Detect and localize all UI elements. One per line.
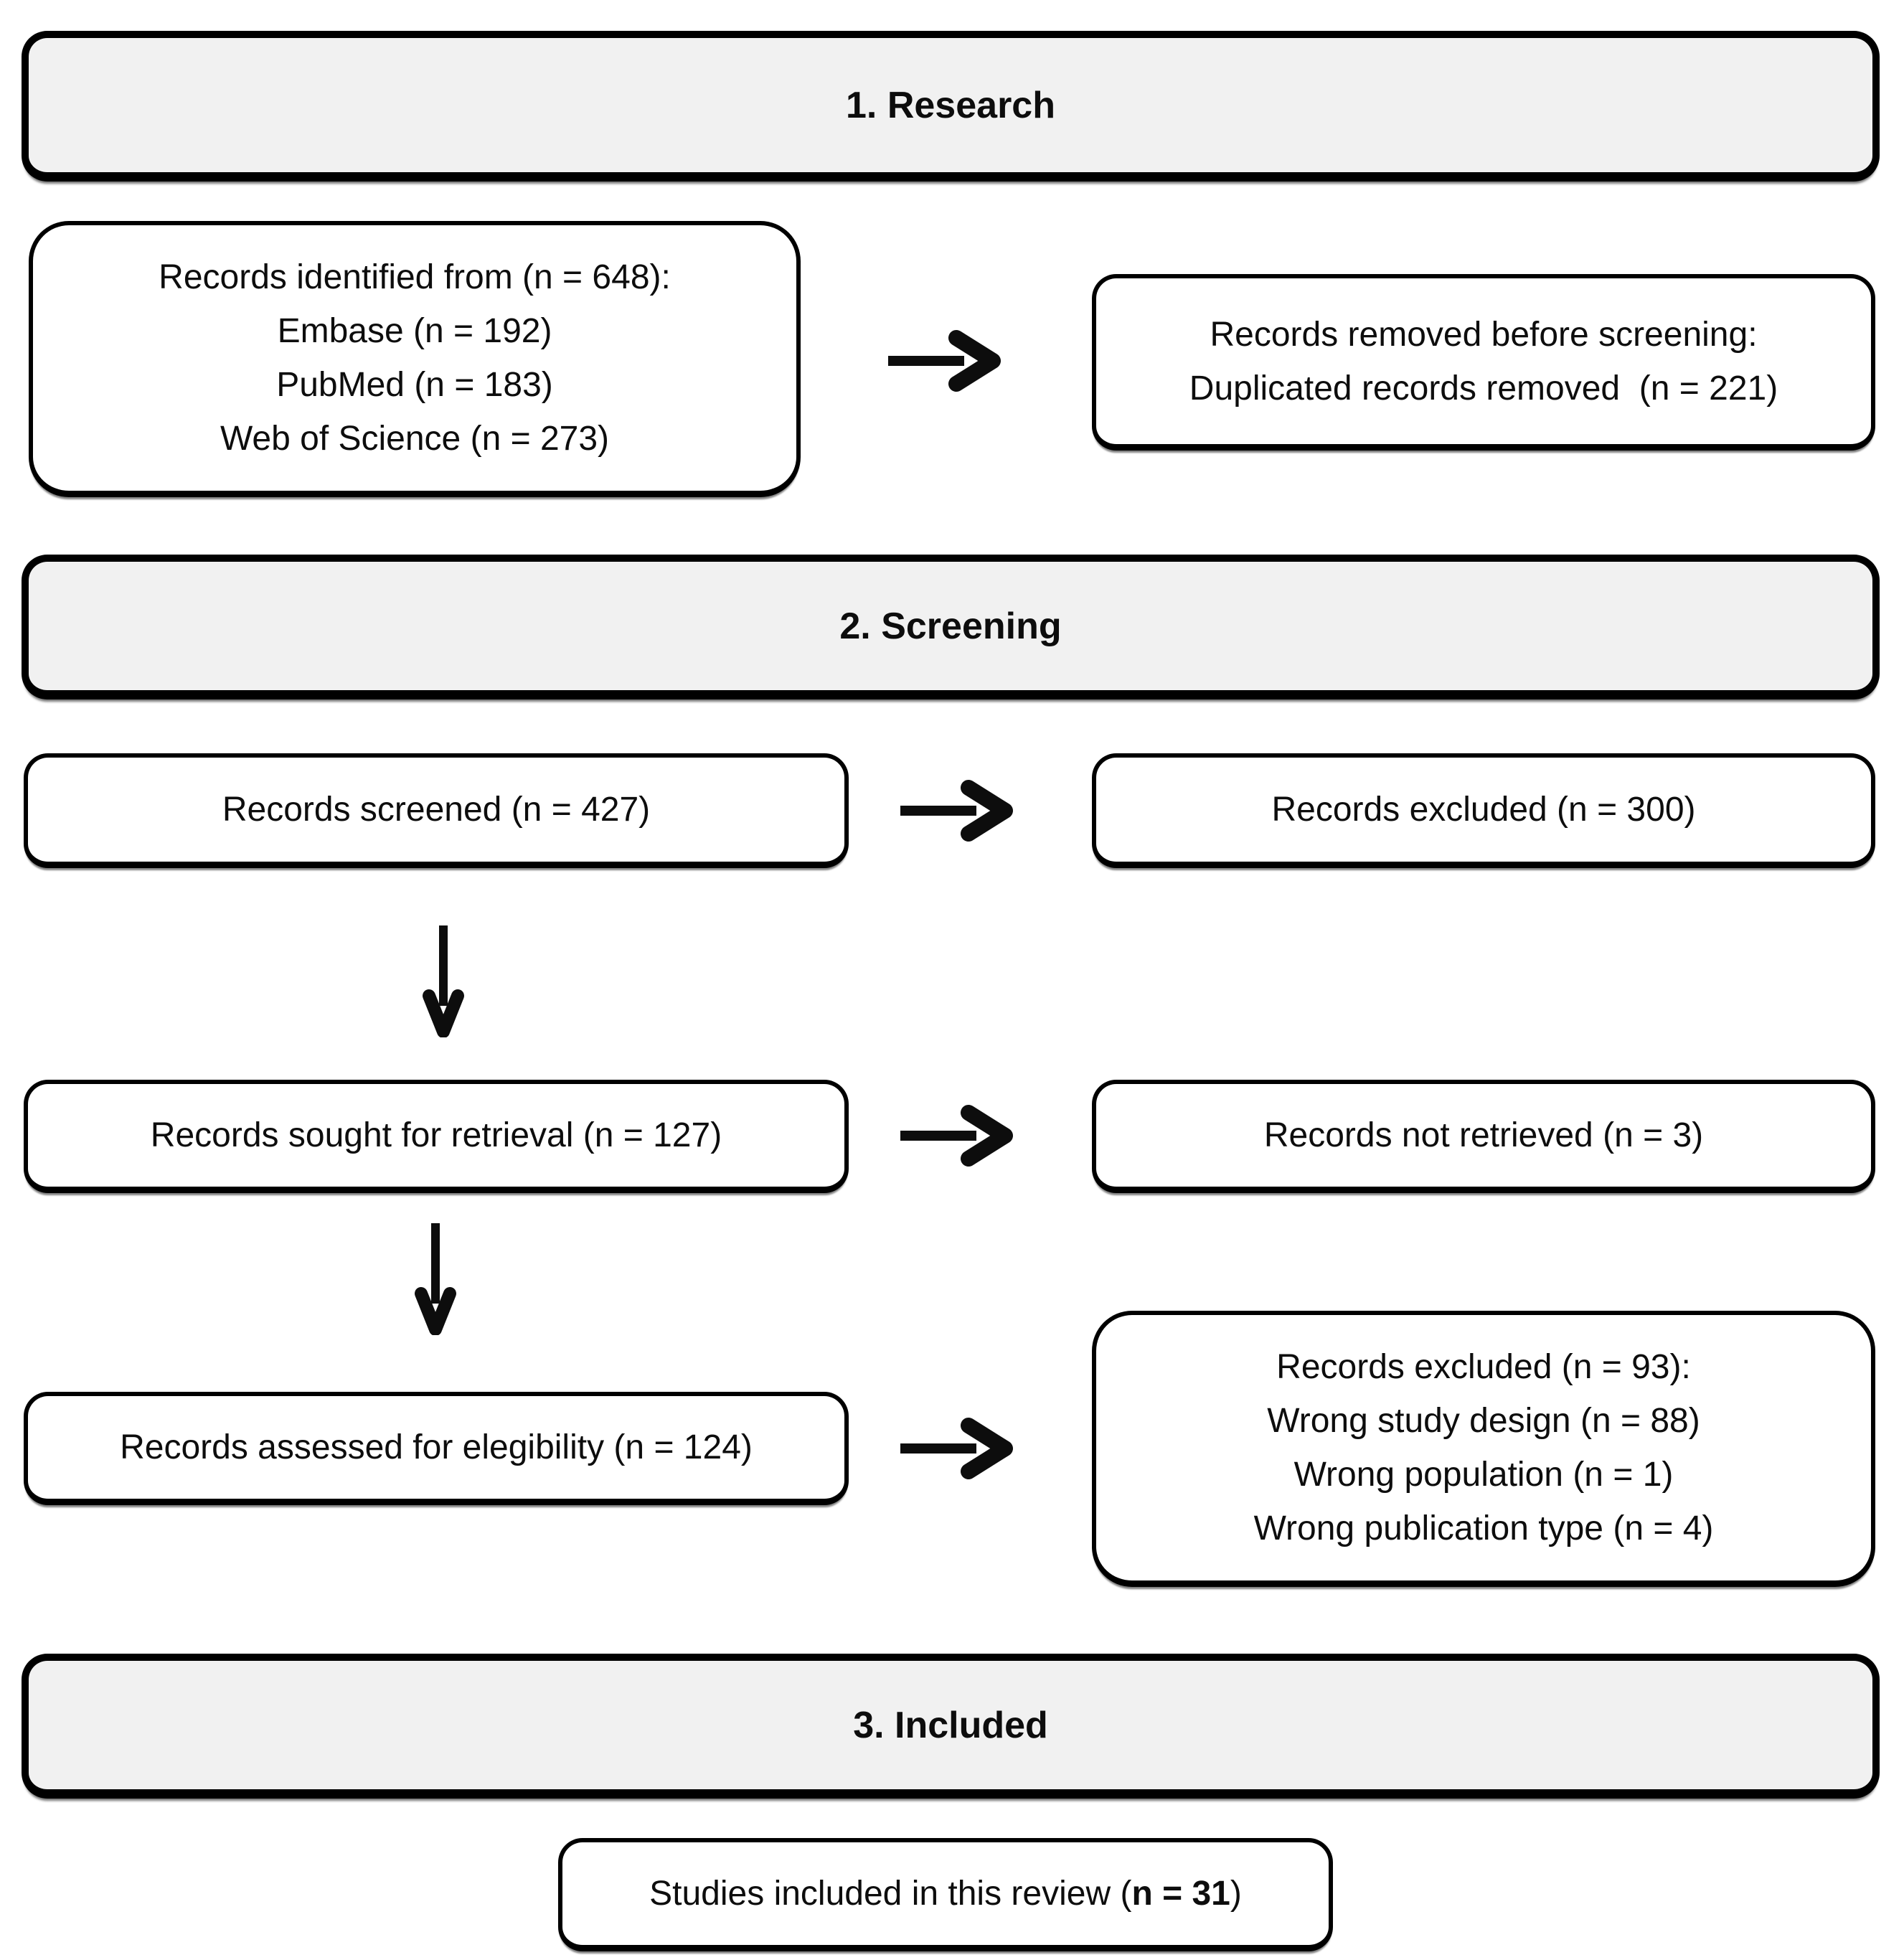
box-records-identified: Records identified from (n = 648): Embas… <box>29 221 801 497</box>
box-studies-included: Studies included in this review (n = 31) <box>558 1838 1333 1951</box>
arrow-down-icon <box>414 1222 457 1335</box>
arrow-down-icon <box>422 924 465 1037</box>
section-header-included-label: 3. Included <box>853 1704 1048 1746</box>
records-excluded-screening-text: Records excluded (n = 300) <box>1271 791 1696 829</box>
records-screened-text: Records screened (n = 427) <box>222 791 651 829</box>
box-records-excluded-screening: Records excluded (n = 300) <box>1092 753 1875 868</box>
excluded-wrong-population: Wrong population (n = 1) <box>1293 1456 1674 1494</box>
studies-included-text: Studies included in this review (n = 31) <box>649 1867 1242 1921</box>
records-sought-text: Records sought for retrieval (n = 127) <box>150 1116 722 1154</box>
records-not-retrieved-text: Records not retrieved (n = 3) <box>1263 1116 1704 1154</box>
arrow-right-icon <box>899 1103 1014 1168</box>
section-header-included: 3. Included <box>22 1654 1880 1799</box>
arrow-right-icon <box>899 778 1014 843</box>
records-excluded-eligibility-title: Records excluded (n = 93): <box>1276 1348 1691 1386</box>
arrow-right-icon <box>899 1416 1014 1481</box>
box-records-sought-retrieval: Records sought for retrieval (n = 127) <box>24 1080 849 1193</box>
box-records-screened: Records screened (n = 427) <box>24 753 849 868</box>
section-header-screening-label: 2. Screening <box>839 605 1062 647</box>
studies-included-prefix: Studies included in this review ( <box>649 1875 1132 1913</box>
records-assessed-text: Records assessed for elegibility (n = 12… <box>120 1428 753 1466</box>
records-identified-wos: Web of Science (n = 273) <box>220 420 610 458</box>
box-records-assessed-eligibility: Records assessed for elegibility (n = 12… <box>24 1392 849 1505</box>
section-header-research-label: 1. Research <box>846 84 1055 126</box>
records-removed-duplicates: Duplicated records removed (n = 221) <box>1189 369 1778 407</box>
box-records-removed-before-screening: Records removed before screening: Duplic… <box>1092 274 1875 451</box>
studies-included-count: n = 31 <box>1131 1875 1230 1913</box>
section-header-research: 1. Research <box>22 31 1880 182</box>
arrow-right-icon <box>887 329 1002 393</box>
records-identified-title: Records identified from (n = 648): <box>159 258 671 296</box>
box-records-excluded-eligibility: Records excluded (n = 93): Wrong study d… <box>1092 1311 1875 1587</box>
excluded-wrong-study-design: Wrong study design (n = 88) <box>1267 1402 1700 1440</box>
section-header-screening: 2. Screening <box>22 555 1880 699</box>
records-removed-title: Records removed before screening: <box>1210 315 1758 354</box>
box-records-not-retrieved: Records not retrieved (n = 3) <box>1092 1080 1875 1193</box>
records-identified-embase: Embase (n = 192) <box>277 312 552 350</box>
studies-included-suffix: ) <box>1230 1875 1242 1913</box>
excluded-wrong-publication-type: Wrong publication type (n = 4) <box>1253 1509 1714 1547</box>
records-identified-pubmed: PubMed (n = 183) <box>276 366 553 404</box>
